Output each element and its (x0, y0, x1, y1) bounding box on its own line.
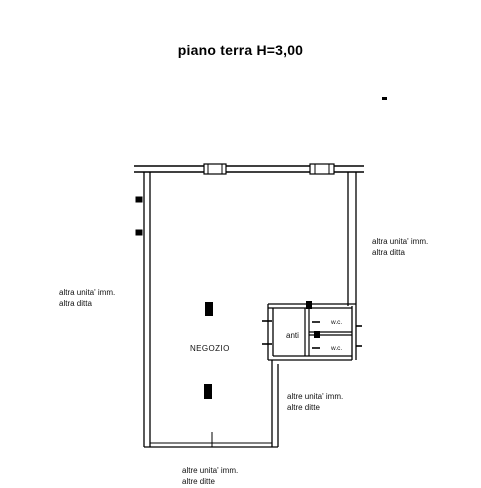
room-label-wc-top: w.c. (331, 319, 343, 326)
column-marker (306, 301, 312, 309)
right-wall-upper (347, 172, 357, 306)
bottom-wall (144, 432, 278, 448)
room-label-wc-bottom: w.c. (331, 345, 343, 352)
plan-title: piano terra H=3,00 (177, 42, 304, 58)
neighbor-line: altra unita' imm. (372, 237, 429, 246)
neighbor-label-left: altra unita' imm. altra ditta (59, 287, 115, 309)
pillar-lower (204, 384, 212, 399)
neighbor-line: altre unita' imm. (287, 392, 344, 401)
neighbor-line: altre ditte (287, 403, 320, 412)
stray-mark (382, 97, 387, 100)
left-wall (135, 172, 151, 447)
neighbor-label-bottom: altre unita' imm. altre ditte (182, 465, 238, 487)
room-label-antechamber: anti (286, 331, 299, 340)
window-top-left (203, 163, 227, 175)
service-block-walls (267, 303, 357, 361)
fixture-marker (314, 331, 320, 338)
right-wall-lower (271, 360, 279, 447)
neighbor-line: altra unita' imm. (59, 288, 116, 297)
neighbor-label-right-top: altra unita' imm. altra ditta (372, 236, 428, 258)
neighbor-line: altra ditta (59, 299, 92, 308)
neighbor-line: altre unita' imm. (182, 466, 239, 475)
window-top-right (309, 163, 335, 175)
room-label-shop: NEGOZIO (190, 344, 230, 353)
neighbor-label-right-bottom: altre unita' imm. altre ditte (287, 391, 343, 413)
door-symbols (262, 320, 362, 349)
pillar-upper (205, 302, 213, 316)
neighbor-line: altre ditte (182, 477, 215, 486)
neighbor-line: altra ditta (372, 248, 405, 257)
